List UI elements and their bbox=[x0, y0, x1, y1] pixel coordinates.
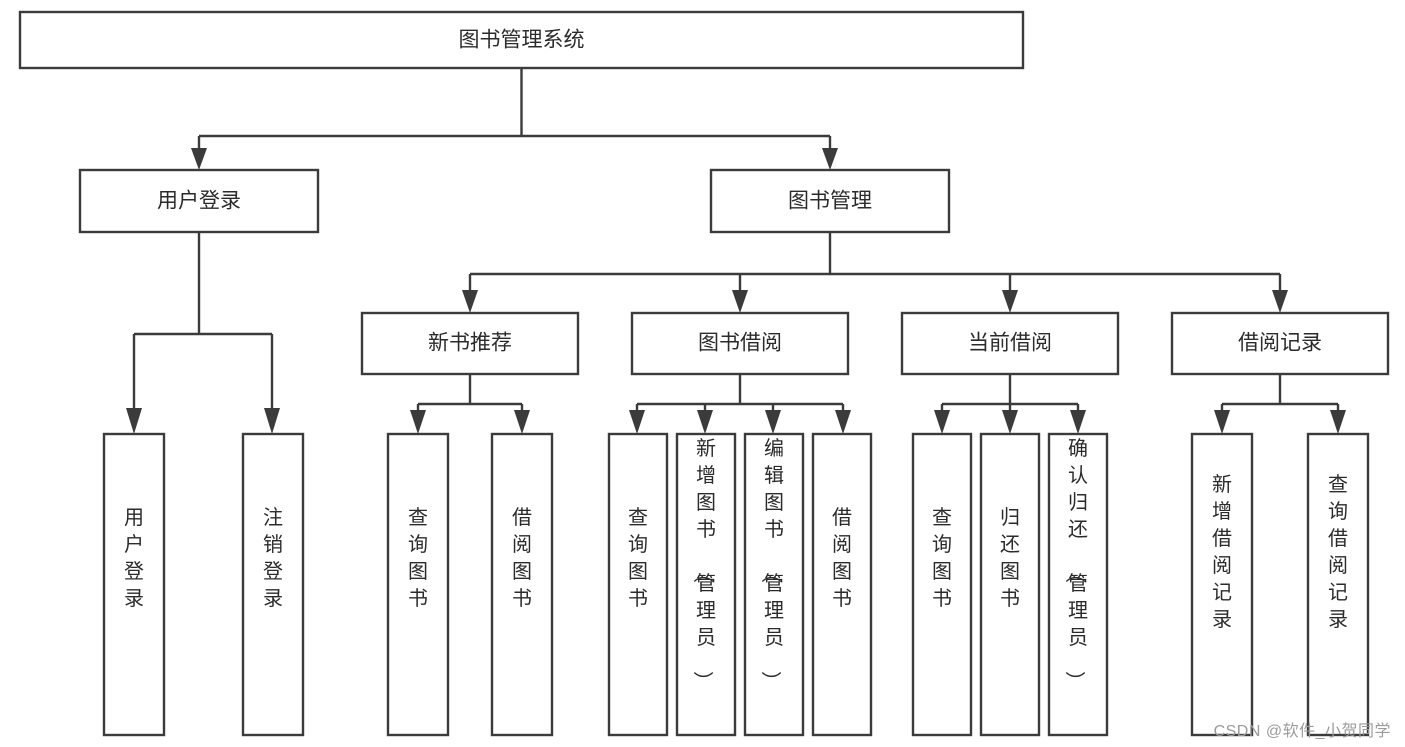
node-book-manage-box[interactable] bbox=[709, 168, 951, 234]
node-leaf-edit-book-label: 编辑图书（管理员） bbox=[759, 437, 784, 691]
node-leaf-confirm-return-label: 确认归还（管理员） bbox=[1063, 437, 1088, 691]
node-leaf-add-book-box[interactable] bbox=[675, 432, 737, 737]
arrow-head-leaf-add-record bbox=[1214, 410, 1230, 434]
watermark: CSDN @软件_小贺同学 bbox=[1213, 723, 1391, 740]
node-leaf-logout[interactable]: 注销登录 bbox=[241, 432, 305, 737]
arrow-head-borrow-record bbox=[1272, 290, 1288, 313]
node-leaf-add-book[interactable]: 新增图书（管理员） bbox=[675, 432, 737, 737]
node-book-borrow-label: 图书借阅 bbox=[698, 332, 782, 355]
node-leaf-query-book-2-label: 查询图书 bbox=[628, 506, 648, 610]
node-root[interactable]: 图书管理系统 bbox=[18, 10, 1025, 70]
node-user-login[interactable]: 用户登录 bbox=[78, 168, 320, 234]
arrow-head-leaf-return-book bbox=[1002, 410, 1018, 434]
node-leaf-confirm-return-box[interactable] bbox=[1047, 432, 1109, 737]
node-root-label: 图书管理系统 bbox=[459, 29, 585, 52]
node-user-login-box[interactable] bbox=[78, 168, 320, 234]
node-leaf-query-book-1[interactable]: 查询图书 bbox=[386, 432, 450, 737]
node-leaf-query-record-box[interactable] bbox=[1306, 432, 1370, 737]
node-leaf-borrow-book-1-box[interactable] bbox=[490, 432, 554, 737]
arrow-head-new-book-rec bbox=[462, 290, 478, 313]
arrow-head-leaf-confirm-return bbox=[1070, 410, 1086, 434]
node-leaf-borrow-book-2-label: 借阅图书 bbox=[832, 506, 852, 610]
node-leaf-add-record-box[interactable] bbox=[1190, 432, 1254, 737]
node-new-book-rec-box[interactable] bbox=[360, 311, 580, 376]
node-book-manage-label: 图书管理 bbox=[788, 190, 872, 213]
node-borrow-record-box[interactable] bbox=[1170, 311, 1390, 376]
node-root-box[interactable] bbox=[18, 10, 1025, 70]
arrow-head-leaf-edit-book bbox=[765, 410, 781, 434]
arrow-head-leaf-query-book-3 bbox=[934, 410, 950, 434]
node-borrow-record-label: 借阅记录 bbox=[1238, 332, 1322, 355]
arrow-head-leaf-query-book-1 bbox=[410, 410, 426, 434]
node-leaf-borrow-book-1[interactable]: 借阅图书 bbox=[490, 432, 554, 737]
node-current-borrow-label: 当前借阅 bbox=[968, 332, 1052, 355]
node-leaf-return-book[interactable]: 归还图书 bbox=[979, 432, 1041, 737]
arrow-head-leaf-user-login bbox=[126, 408, 142, 434]
arrow-head-leaf-add-book bbox=[697, 410, 713, 434]
node-leaf-query-book-1-label: 查询图书 bbox=[408, 506, 428, 610]
arrow-head-leaf-borrow-book-1 bbox=[514, 410, 530, 434]
node-current-borrow[interactable]: 当前借阅 bbox=[900, 311, 1120, 376]
node-leaf-return-book-label: 归还图书 bbox=[1000, 506, 1020, 610]
node-leaf-query-book-3[interactable]: 查询图书 bbox=[911, 432, 973, 737]
node-leaf-return-book-box[interactable] bbox=[979, 432, 1041, 737]
node-leaf-user-login-box[interactable] bbox=[102, 432, 166, 737]
node-current-borrow-box[interactable] bbox=[900, 311, 1120, 376]
node-leaf-confirm-return[interactable]: 确认归还（管理员） bbox=[1047, 432, 1109, 737]
node-leaf-logout-box[interactable] bbox=[241, 432, 305, 737]
node-book-manage[interactable]: 图书管理 bbox=[709, 168, 951, 234]
node-leaf-query-record[interactable]: 查询借阅记录 bbox=[1306, 432, 1370, 737]
node-leaf-add-record-label: 新增借阅记录 bbox=[1212, 473, 1232, 631]
arrow-head-leaf-query-book-2 bbox=[629, 410, 645, 434]
arrow-head-book-manage bbox=[822, 148, 838, 170]
node-leaf-query-book-2-box[interactable] bbox=[607, 432, 669, 737]
node-leaf-add-record[interactable]: 新增借阅记录 bbox=[1190, 432, 1254, 737]
arrow-head-book-borrow bbox=[732, 290, 748, 313]
node-leaf-logout-label: 注销登录 bbox=[263, 506, 283, 610]
node-leaf-query-book-2[interactable]: 查询图书 bbox=[607, 432, 669, 737]
node-leaf-edit-book-box[interactable] bbox=[743, 432, 805, 737]
node-leaf-query-book-1-box[interactable] bbox=[386, 432, 450, 737]
node-borrow-record[interactable]: 借阅记录 bbox=[1170, 311, 1390, 376]
node-user-login-label: 用户登录 bbox=[157, 190, 241, 213]
arrow-head-leaf-borrow-book-2 bbox=[835, 410, 851, 434]
node-leaf-borrow-book-1-label: 借阅图书 bbox=[512, 506, 532, 610]
node-leaf-user-login[interactable]: 用户登录 bbox=[102, 432, 166, 737]
arrow-head-current-borrow bbox=[1002, 290, 1018, 313]
node-leaf-add-book-label: 新增图书（管理员） bbox=[691, 437, 716, 691]
node-leaf-query-record-label: 查询借阅记录 bbox=[1328, 473, 1348, 631]
node-leaf-edit-book[interactable]: 编辑图书（管理员） bbox=[743, 432, 805, 737]
arrow-head-leaf-logout bbox=[264, 408, 280, 434]
node-leaf-user-login-label: 用户登录 bbox=[124, 507, 144, 610]
arrow-head-user-login bbox=[191, 148, 207, 170]
node-book-borrow[interactable]: 图书借阅 bbox=[630, 311, 850, 376]
node-book-borrow-box[interactable] bbox=[630, 311, 850, 376]
arrow-head-leaf-query-record bbox=[1330, 410, 1346, 434]
node-new-book-rec-label: 新书推荐 bbox=[428, 332, 512, 355]
node-leaf-borrow-book-2-box[interactable] bbox=[811, 432, 873, 737]
node-leaf-borrow-book-2[interactable]: 借阅图书 bbox=[811, 432, 873, 737]
node-leaf-query-book-3-label: 查询图书 bbox=[932, 506, 952, 610]
node-new-book-rec[interactable]: 新书推荐 bbox=[360, 311, 580, 376]
connector-layer bbox=[126, 68, 1346, 434]
node-leaf-query-book-3-box[interactable] bbox=[911, 432, 973, 737]
